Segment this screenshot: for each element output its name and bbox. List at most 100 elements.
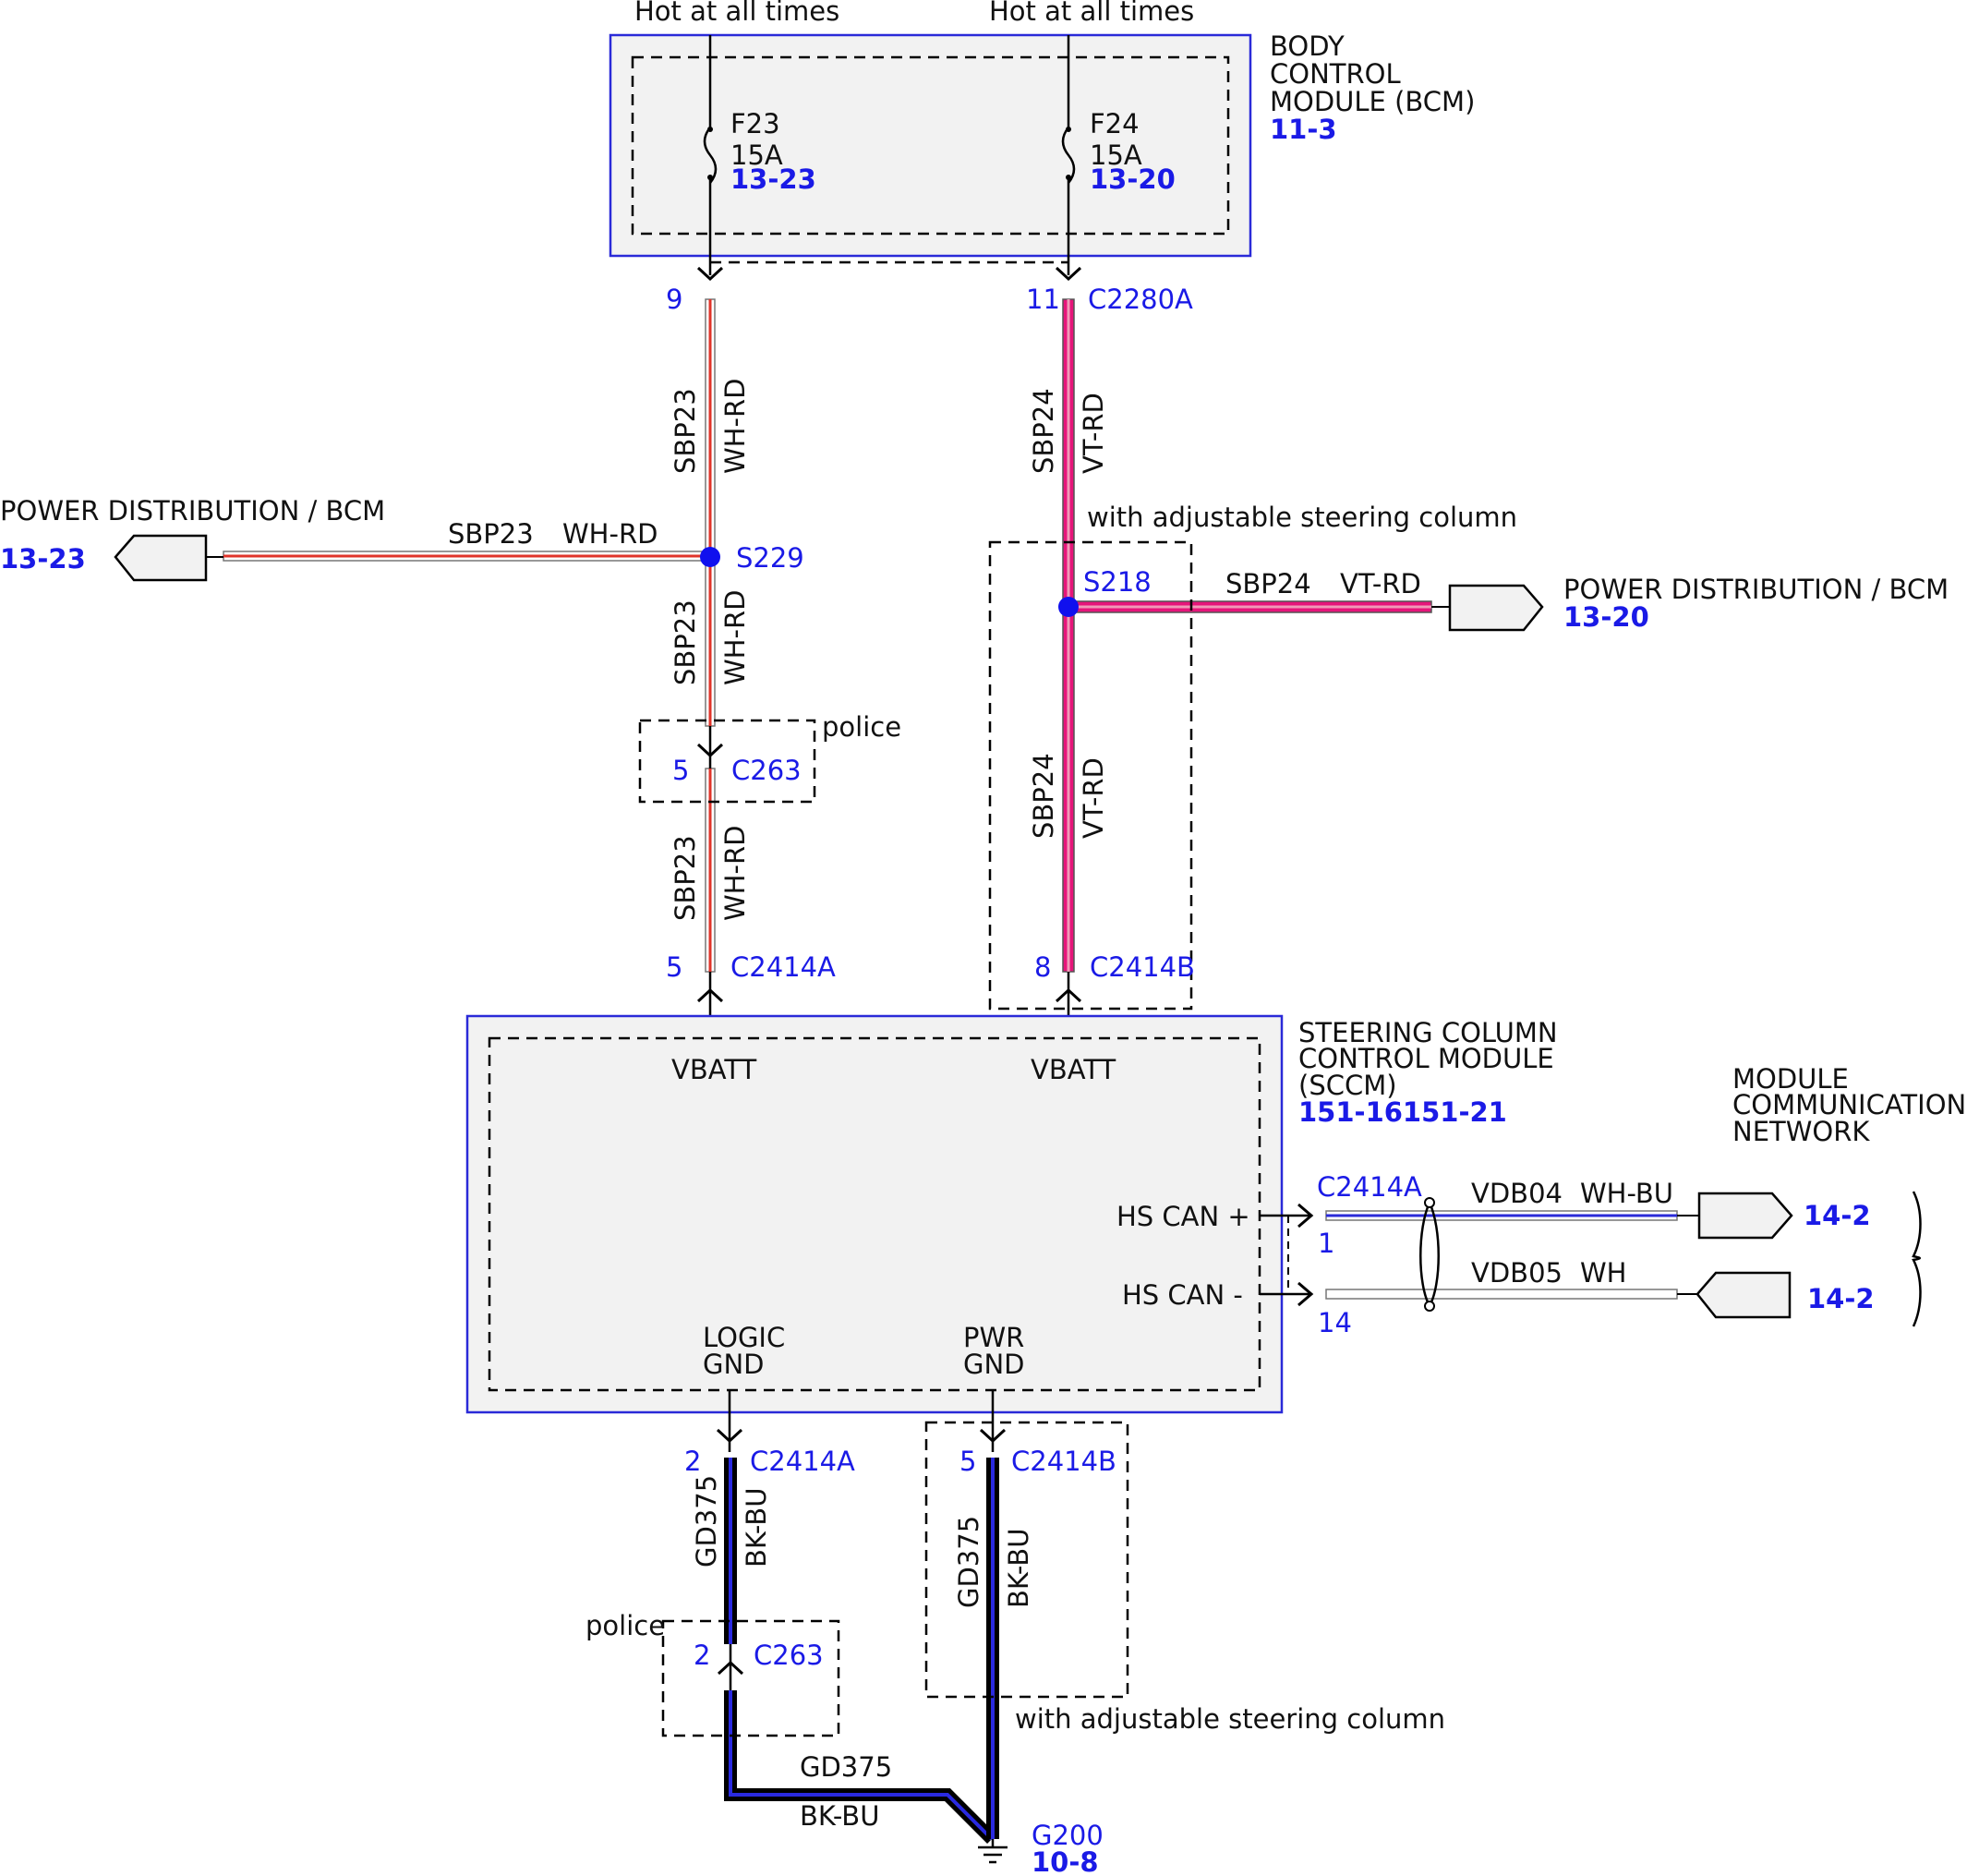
wire-right-h-circuit: SBP24 [1225,568,1311,599]
splice-s229-dot [700,547,720,567]
splice-s229-label: S229 [736,542,804,574]
sccm-title-3: (SCCM) [1298,1070,1397,1101]
sccm-hs-can-lo: HS CAN - [1122,1279,1243,1311]
wire-vdb04 [1325,1210,1678,1221]
fuse-f23-symbol [703,127,718,184]
c263-bot-label: C263 [754,1640,824,1671]
c263-bot-pin: 2 [694,1640,710,1671]
gnd-left-pin: 2 [684,1446,701,1477]
twisted-pair-top-dot [1424,1197,1435,1208]
network-title-1: MODULE [1732,1063,1849,1095]
gnd-left-conn: C2414A [750,1446,855,1477]
fuse-f23-name: F23 [730,108,780,139]
can-lo-arrow [1297,1281,1314,1307]
bcm-title-1: BODY [1270,30,1345,62]
gnd-right-conn: C2414B [1011,1446,1116,1477]
wire-left-circuit-3: SBP23 [670,835,701,921]
gnd-h-circuit: GD375 [800,1751,892,1783]
can-hi-pin: 1 [1318,1228,1334,1259]
sccm-left-pin: 5 [666,951,682,983]
power-dist-right-connector[interactable] [1448,584,1544,632]
wire-vdb05 [1325,1289,1678,1300]
can-lo-connector[interactable] [1695,1271,1792,1319]
sccm-vbatt-right: VBATT [1031,1054,1116,1085]
can-hi-ref-link[interactable]: 14-2 [1804,1200,1871,1231]
sccm-ref-link[interactable]: 151-16151-21 [1298,1096,1507,1128]
fuse-f24-name: F24 [1090,108,1140,139]
adjustable-top-dashed-box [988,540,1193,1011]
power-dist-left-connector[interactable] [114,534,208,582]
c263-top-dashed-box [638,719,816,804]
can-lo-pin: 14 [1318,1307,1352,1338]
gnd-right-pin: 5 [959,1446,976,1477]
wire-left-h-circuit: SBP23 [448,518,534,550]
can-lo-color: WH [1580,1257,1626,1289]
bcm-ref-link[interactable]: 11-3 [1270,114,1337,145]
fuse-f24-dot-top [1066,127,1071,132]
wire-sbp24-horizontal [1068,600,1432,613]
fuse-f24-symbol [1061,127,1076,184]
bcm-title-3: MODULE (BCM) [1270,86,1475,117]
gnd-right-arrow [979,1428,1007,1444]
wire-right-color-1: VT-RD [1078,393,1109,474]
wire-gd375-left [724,1458,996,1844]
gnd-right-circuit: GD375 [953,1516,984,1608]
c263-bot-police-note: police [585,1610,665,1641]
sccm-pwr-2: GND [963,1349,1025,1380]
sccm-logic-1: LOGIC [703,1322,785,1353]
c263-bot-dashed-box [661,1619,840,1737]
twisted-pair-symbol [1419,1202,1440,1307]
wire-sbp24-vertical [1062,298,1075,973]
bcm-module [609,33,1252,258]
fuse-f24-rating: 15A [1090,139,1142,171]
can-lo-circuit: VDB05 [1471,1257,1563,1289]
sccm-logic-2: GND [703,1349,765,1380]
twisted-pair-bot-dot [1424,1301,1435,1312]
sccm-pwr-1: PWR [963,1322,1024,1353]
fuse-f23-ref-link[interactable]: 13-23 [730,163,816,195]
wire-right-circuit-2: SBP24 [1028,753,1059,839]
fuse-f23-rating: 15A [730,139,783,171]
feed-label-left: Hot at all times [634,0,839,27]
sccm-module [465,1014,1284,1414]
gnd-left-arrow [716,1428,743,1444]
sccm-title-1: STEERING COLUMN [1298,1017,1558,1048]
can-lo-ref-link[interactable]: 14-2 [1807,1283,1875,1314]
sccm-title-2: CONTROL MODULE [1298,1043,1554,1074]
can-hi-arrow [1297,1203,1314,1228]
ground-name: G200 [1032,1820,1104,1851]
power-dist-left-ref-link[interactable]: 13-23 [0,543,86,575]
wire-left-circuit-1: SBP23 [670,388,701,474]
fuse-f24-ref-link[interactable]: 13-20 [1090,163,1176,195]
wire-left-color-3: WH-RD [719,826,751,921]
adjustable-bot-dashed-box [924,1421,1129,1699]
gnd-right-color: BK-BU [1003,1529,1034,1608]
ground-g200-symbol [978,1839,1008,1864]
wire-sbp23-vertical [705,298,716,973]
bcm-pin-left: 9 [666,284,682,315]
c263-top-pin: 5 [672,755,689,786]
sccm-box [465,1014,1284,1414]
can-hi-connector[interactable] [1697,1192,1793,1240]
c263-bot-arrow [717,1660,744,1676]
network-bracket [1912,1191,1922,1327]
sccm-hs-can-hi: HS CAN + [1116,1201,1250,1232]
sccm-left-conn: C2414A [730,951,836,983]
feed-label-right: Hot at all times [989,0,1194,27]
gnd-h-color: BK-BU [800,1800,879,1832]
bcm-box [609,33,1252,258]
network-title-2: COMMUNICATIONS [1732,1089,1967,1120]
wire-sbp23-horizontal [223,551,711,562]
bcm-title-2: CONTROL [1270,58,1401,90]
c263-top-label: C263 [731,755,802,786]
sccm-vbatt-left: VBATT [671,1054,757,1085]
wire-left-h-color: WH-RD [562,518,658,550]
splice-s218-dot [1058,597,1079,617]
can-connector-label: C2414A [1317,1171,1422,1203]
power-dist-right-label: POWER DISTRIBUTION / BCM [1563,574,1949,605]
ground-ref-link[interactable]: 10-8 [1032,1846,1099,1876]
wire-right-h-color: VT-RD [1340,568,1421,599]
c263-top-police-note: police [822,711,901,743]
power-dist-right-ref-link[interactable]: 13-20 [1563,601,1649,633]
